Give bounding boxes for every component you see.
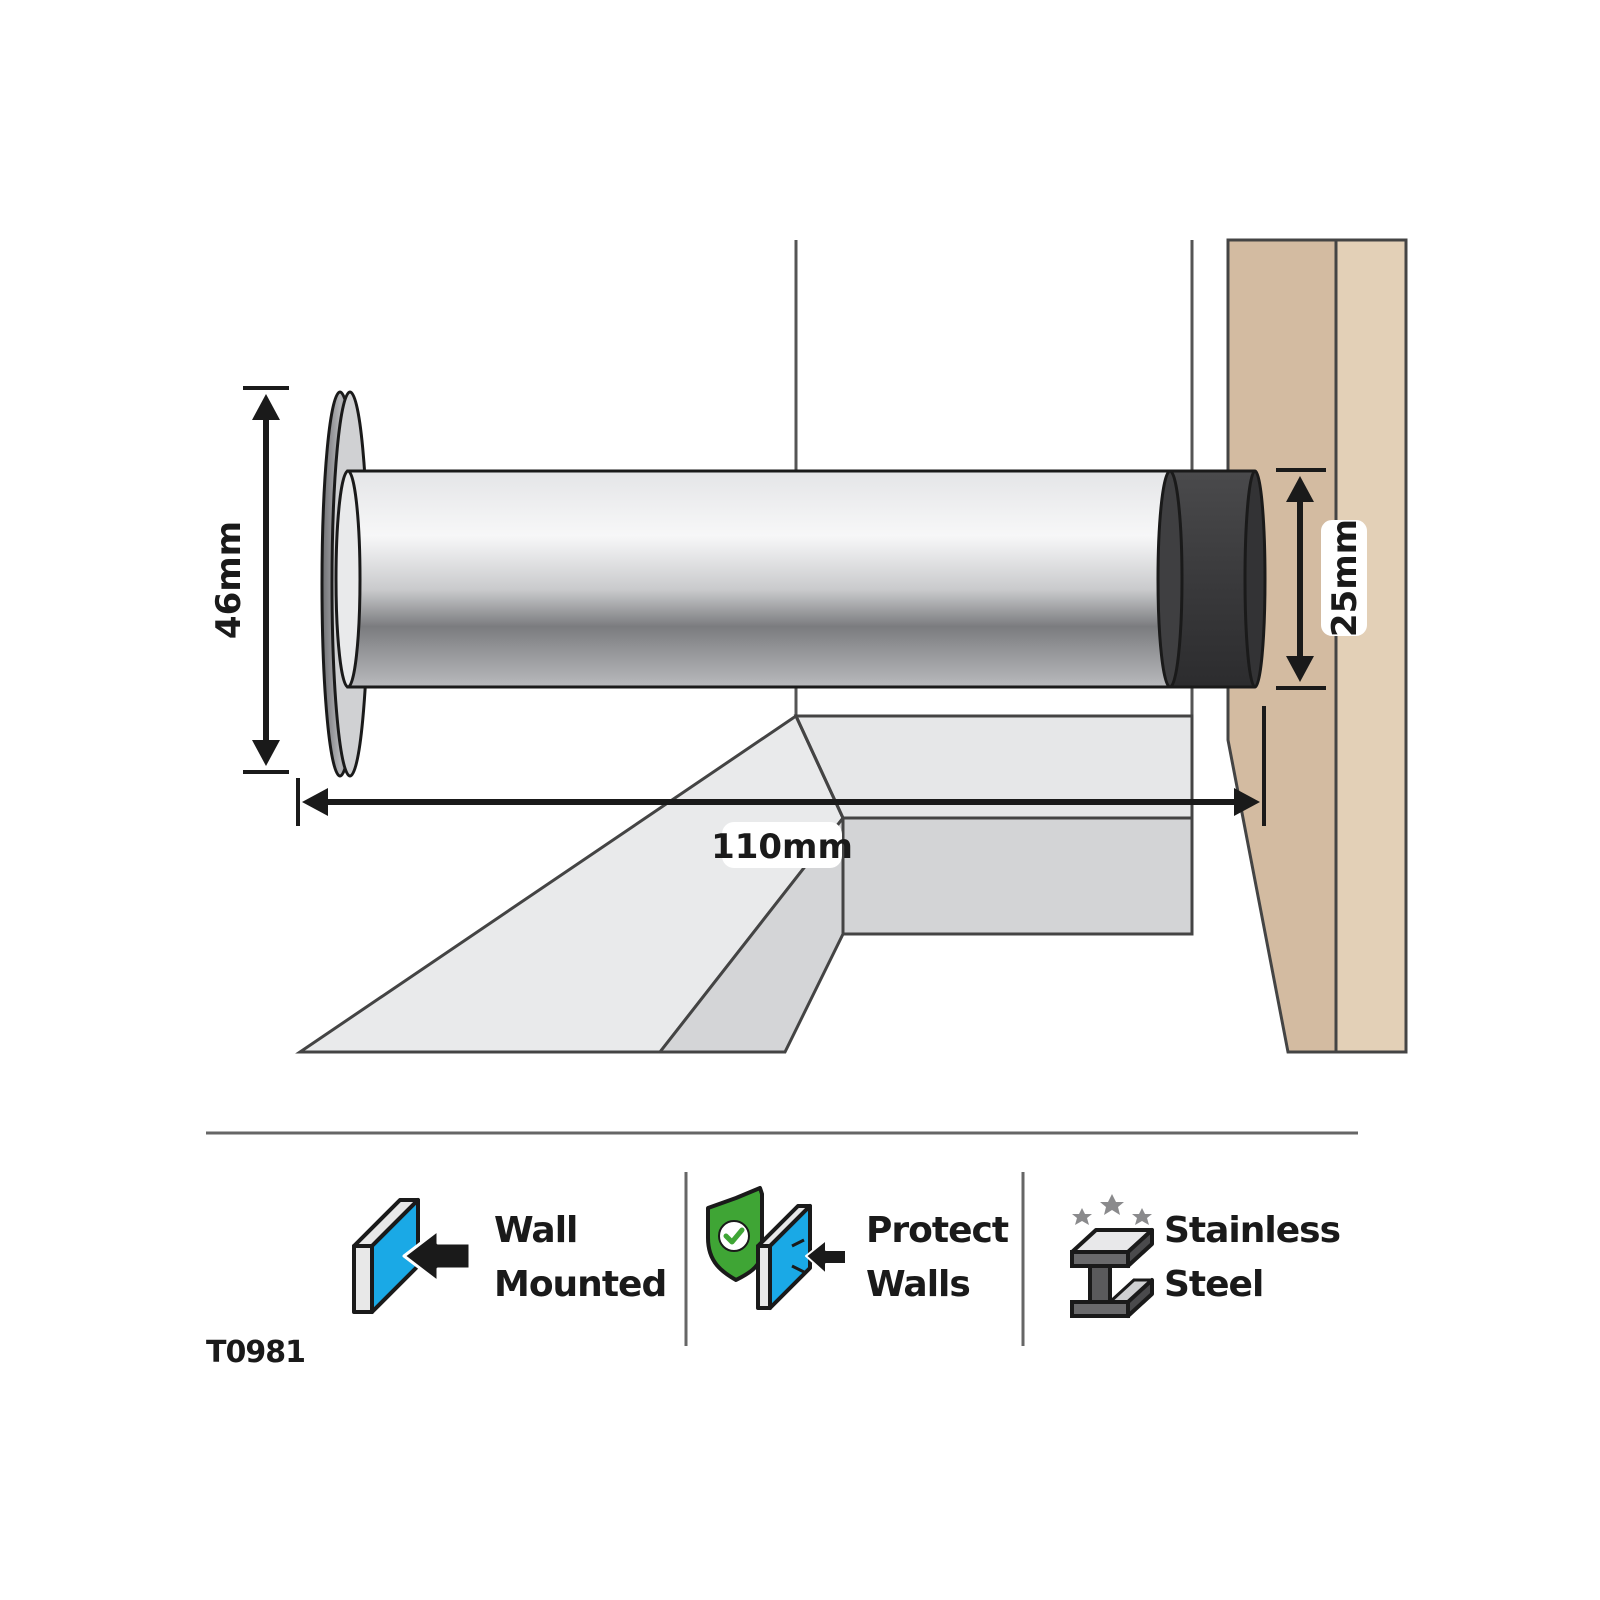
base-diameter-label: 46mm xyxy=(209,521,249,639)
dimension-length: 110mm xyxy=(296,706,1266,868)
feature-1-line2: Mounted xyxy=(494,1264,666,1305)
star-icon xyxy=(1132,1208,1152,1225)
feature-3-line2: Steel xyxy=(1164,1264,1263,1305)
skirting-floor xyxy=(295,713,1194,1054)
product-code: T0981 xyxy=(206,1335,305,1370)
door-edge xyxy=(1226,238,1408,1054)
star-icon xyxy=(1072,1208,1092,1225)
dimension-tip-diameter: 25mm xyxy=(1276,468,1367,690)
wall-mount-icon xyxy=(352,1198,472,1314)
feature-3-line1: Stainless xyxy=(1164,1210,1340,1251)
dimension-base-diameter: 46mm xyxy=(208,386,289,774)
feature-protect-walls: Protect Walls xyxy=(706,1186,1010,1310)
star-icon xyxy=(1100,1194,1124,1215)
feature-2-line2: Walls xyxy=(866,1264,970,1305)
feature-2-line1: Protect xyxy=(866,1210,1009,1251)
feature-wall-mounted: Wall Mounted xyxy=(352,1198,667,1314)
stainless-tube xyxy=(346,469,1172,689)
length-label: 110mm xyxy=(711,827,853,867)
feature-stainless-steel: Stainless Steel xyxy=(1070,1194,1341,1318)
feature-1-line1: Wall xyxy=(494,1210,577,1251)
stainless-steel-icon xyxy=(1070,1194,1154,1318)
door-stop xyxy=(320,390,1267,778)
rubber-tip xyxy=(1170,471,1255,687)
protect-walls-icon xyxy=(706,1186,847,1310)
tip-diameter-label: 25mm xyxy=(1325,519,1365,637)
